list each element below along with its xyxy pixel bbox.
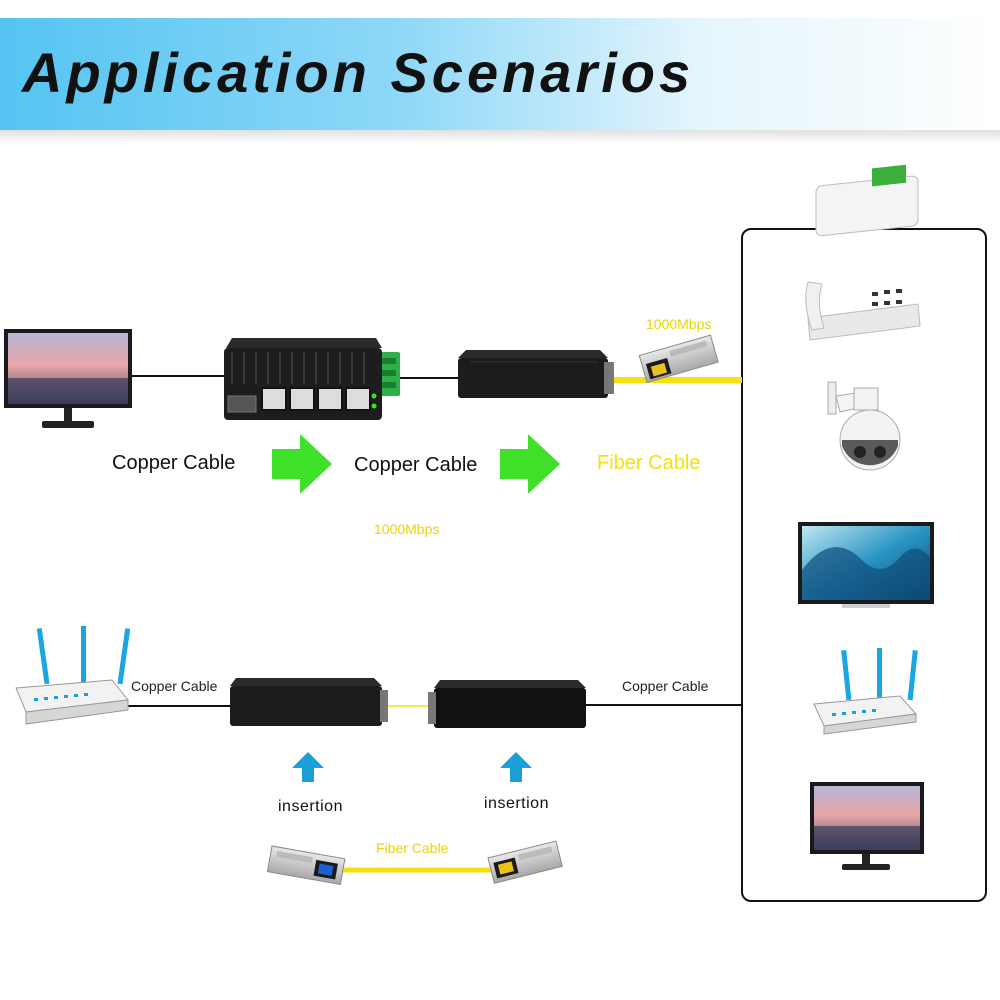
media-converter-right-icon: [428, 680, 586, 728]
green-arrow-2: [500, 434, 560, 494]
router-panel-icon: [813, 648, 918, 735]
tv-icon: [798, 522, 934, 608]
green-arrow-1: [272, 434, 332, 494]
monitor-icon: [4, 329, 132, 428]
router-icon: [15, 626, 131, 725]
sfp-module-icon: [638, 334, 719, 384]
industrial-switch-icon: [224, 338, 400, 420]
monitor-panel-icon: [810, 782, 924, 870]
blue-arrow-up-left: [292, 752, 324, 782]
header-banner: [0, 18, 1000, 130]
ptz-camera-icon: [827, 381, 901, 471]
media-converter-icon: [458, 350, 614, 398]
copper-cable-label-1: Copper Cable: [112, 452, 236, 474]
ip-phone-icon: [805, 164, 921, 341]
copper-cable-label-left: Copper Cable: [131, 678, 218, 694]
insertion-label-right: insertion: [484, 795, 549, 812]
blue-arrow-up-right: [500, 752, 532, 782]
speed-label-top: 1000Mbps: [646, 316, 712, 332]
sfp-module-right-icon: [487, 840, 563, 884]
insertion-label-left: insertion: [278, 798, 343, 815]
media-converter-left-icon: [230, 678, 388, 726]
speed-label-bottom: 1000Mbps: [374, 521, 440, 537]
fiber-cable-label-top: Fiber Cable: [597, 452, 701, 474]
page-title: Application Scenarios: [22, 41, 695, 104]
fiber-cable-label-bottom: Fiber Cable: [376, 840, 449, 856]
copper-cable-label-right: Copper Cable: [622, 678, 709, 694]
sfp-module-left-icon: [266, 845, 346, 886]
copper-cable-label-2: Copper Cable: [354, 454, 478, 476]
header-shadow: [0, 130, 1000, 144]
